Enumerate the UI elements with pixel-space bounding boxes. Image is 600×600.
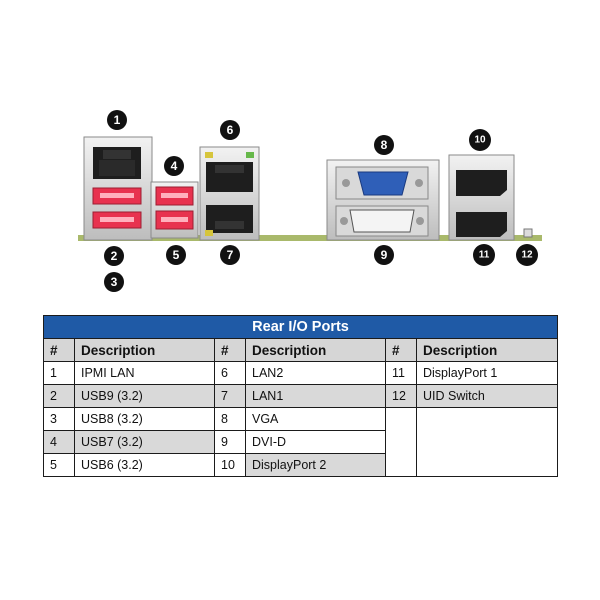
port-number: 6	[214, 361, 246, 385]
ipmi-lan-usb-stack	[83, 136, 153, 241]
port-description: IPMI LAN	[74, 361, 215, 385]
svg-text:9: 9	[381, 248, 388, 262]
callout-10: 10	[469, 129, 491, 151]
svg-text:3: 3	[111, 275, 118, 289]
port-description: USB7 (3.2)	[74, 430, 215, 454]
vga-port	[357, 171, 409, 196]
table-row: 2 USB9 (3.2) 7 LAN1 12 UID Switch	[43, 384, 559, 408]
svg-text:8: 8	[381, 138, 388, 152]
rear-io-diagram: 1 2 3 4 5 6 7 8 9 10 11 12	[78, 110, 542, 292]
callout-1: 1	[107, 110, 127, 130]
port-number: 4	[43, 430, 75, 454]
table-row: 1 IPMI LAN 6 LAN2 11 DisplayPort 1	[43, 361, 559, 385]
port-description: LAN2	[245, 361, 386, 385]
svg-text:2: 2	[111, 249, 118, 263]
callout-12: 12	[516, 244, 538, 266]
port-description: USB6 (3.2)	[74, 453, 215, 477]
port-description: USB9 (3.2)	[74, 384, 215, 408]
table-title: Rear I/O Ports	[42, 315, 559, 339]
lan-dual-stack	[199, 146, 260, 241]
svg-text:7: 7	[227, 248, 234, 262]
callout-3: 3	[104, 272, 124, 292]
empty-number-cell	[385, 407, 417, 477]
port-number: 11	[385, 361, 417, 385]
header-description-1: Description	[74, 338, 215, 362]
port-number: 7	[214, 384, 246, 408]
callout-4: 4	[164, 156, 184, 176]
callout-11: 11	[473, 244, 495, 266]
port-number: 10	[214, 453, 246, 477]
callout-9: 9	[374, 245, 394, 265]
dvi-d-port	[349, 209, 415, 233]
port-number: 8	[214, 407, 246, 431]
callout-8: 8	[374, 135, 394, 155]
port-description: LAN1	[245, 384, 386, 408]
uid-switch	[523, 228, 533, 238]
header-number-1: #	[43, 338, 75, 362]
svg-text:11: 11	[479, 250, 490, 261]
displayport-stack	[448, 154, 515, 241]
table-title-row: Rear I/O Ports	[42, 315, 559, 339]
port-number: 12	[385, 384, 417, 408]
port-description: UID Switch	[415, 384, 559, 408]
vga-dvi-stack	[326, 159, 440, 241]
port-number: 9	[214, 430, 246, 454]
header-description-2: Description	[245, 338, 386, 362]
port-number: 1	[43, 361, 75, 385]
port-number: 3	[43, 407, 75, 431]
rear-io-ports-table: Rear I/O Ports # Description # Descripti…	[42, 315, 559, 477]
callout-2: 2	[104, 246, 124, 266]
table-row: 5 USB6 (3.2) 10 DisplayPort 2	[43, 453, 558, 477]
port-description: VGA	[245, 407, 386, 431]
table-header-row: # Description # Description # Descriptio…	[43, 338, 559, 362]
port-description: DisplayPort 1	[415, 361, 559, 385]
header-number-2: #	[214, 338, 246, 362]
svg-text:4: 4	[171, 159, 178, 173]
usb-dual-stack	[150, 181, 199, 239]
port-description: DVI-D	[245, 430, 386, 454]
callout-6: 6	[220, 120, 240, 140]
svg-text:10: 10	[474, 135, 486, 146]
table-row: 3 USB8 (3.2) 8 VGA	[43, 407, 559, 477]
svg-text:1: 1	[114, 113, 121, 127]
pcb-strip	[78, 235, 542, 241]
header-number-3: #	[385, 338, 417, 362]
displayport-1-port	[456, 212, 507, 237]
port-description: USB8 (3.2)	[74, 407, 215, 431]
header-description-3: Description	[415, 338, 559, 362]
port-number: 2	[43, 384, 75, 408]
callout-7: 7	[220, 245, 240, 265]
table-row: 4 USB7 (3.2) 9 DVI-D	[43, 430, 558, 454]
callout-5: 5	[166, 245, 186, 265]
displayport-2-port	[456, 170, 507, 196]
svg-text:12: 12	[521, 250, 533, 261]
port-number: 5	[43, 453, 75, 477]
port-description: DisplayPort 2	[245, 453, 386, 477]
svg-text:5: 5	[173, 248, 180, 262]
svg-text:6: 6	[227, 123, 234, 137]
empty-description-cell	[415, 407, 559, 477]
